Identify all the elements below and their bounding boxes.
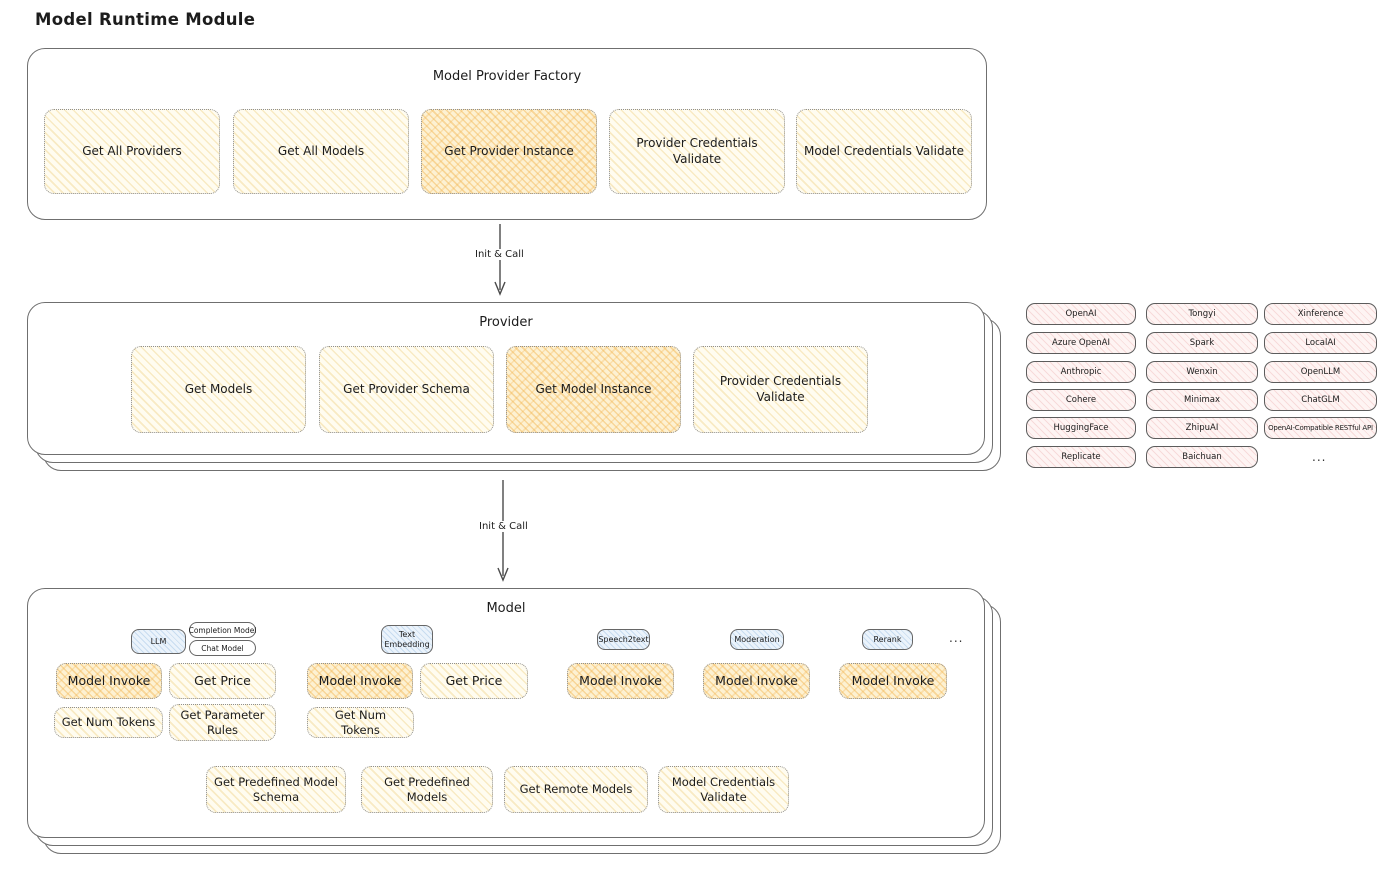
node-get-parameter-rules: Get Parameter Rules bbox=[169, 704, 276, 741]
node-get-price-embedding: Get Price bbox=[420, 663, 528, 699]
arrow1-label: Init & Call bbox=[472, 249, 527, 260]
provider-item-tongyi: Tongyi bbox=[1146, 303, 1258, 325]
page-title: Model Runtime Module bbox=[35, 10, 256, 29]
provider-item-spark: Spark bbox=[1146, 332, 1258, 354]
arrow2-label: Init & Call bbox=[476, 521, 531, 532]
provider-item-replicate: Replicate bbox=[1026, 446, 1136, 468]
node-get-provider-instance: Get Provider Instance bbox=[421, 109, 597, 194]
node-model-invoke-moderation: Model Invoke bbox=[703, 663, 810, 699]
provider-item-openllm: OpenLLM bbox=[1264, 361, 1377, 383]
node-get-models: Get Models bbox=[131, 346, 306, 433]
provider-list-ellipsis: ... bbox=[1312, 450, 1327, 464]
factory-title: Model Provider Factory bbox=[432, 69, 582, 84]
provider-title: Provider bbox=[479, 315, 533, 330]
provider-item-cohere: Cohere bbox=[1026, 389, 1136, 411]
tab-llm: LLM bbox=[131, 629, 186, 654]
node-get-num-tokens-llm: Get Num Tokens bbox=[54, 707, 163, 738]
tab-rerank: Rerank bbox=[862, 629, 913, 650]
node-get-price-llm: Get Price bbox=[169, 663, 276, 699]
node-provider-credentials-validate-provider: Provider Credentials Validate bbox=[693, 346, 868, 433]
node-model-credentials-validate-model: Model Credentials Validate bbox=[658, 766, 789, 813]
provider-item-baichuan: Baichuan bbox=[1146, 446, 1258, 468]
node-get-num-tokens-embedding: Get Num Tokens bbox=[307, 707, 414, 738]
provider-item-localai: LocalAI bbox=[1264, 332, 1377, 354]
provider-item-minimax: Minimax bbox=[1146, 389, 1258, 411]
provider-item-chatglm: ChatGLM bbox=[1264, 389, 1377, 411]
node-get-provider-schema: Get Provider Schema bbox=[319, 346, 494, 433]
provider-item-openai-compatible: OpenAI-Compatible RESTful API bbox=[1264, 417, 1377, 439]
node-model-credentials-validate-factory: Model Credentials Validate bbox=[796, 109, 972, 194]
provider-item-huggingface: HuggingFace bbox=[1026, 417, 1136, 439]
tab-speech2text: Speech2text bbox=[597, 629, 650, 650]
tab-completion-model: Completion Model bbox=[189, 622, 256, 638]
tab-text-embedding: Text Embedding bbox=[381, 625, 433, 654]
provider-item-xinference: Xinference bbox=[1264, 303, 1377, 325]
provider-card: Provider Get Models Get Provider Schema … bbox=[27, 302, 985, 455]
node-provider-credentials-validate-factory: Provider Credentials Validate bbox=[609, 109, 785, 194]
node-get-predefined-model-schema: Get Predefined Model Schema bbox=[206, 766, 346, 813]
model-provider-factory-card: Model Provider Factory Get All Providers… bbox=[27, 48, 987, 220]
provider-item-zhipuai: ZhipuAI bbox=[1146, 417, 1258, 439]
model-card: Model LLM Completion Model Chat Model Te… bbox=[27, 588, 985, 838]
arrow-init-call-1 bbox=[494, 224, 506, 296]
node-get-all-providers: Get All Providers bbox=[44, 109, 220, 194]
model-title: Model bbox=[486, 601, 526, 616]
node-model-invoke-llm: Model Invoke bbox=[56, 663, 162, 699]
node-model-invoke-embedding: Model Invoke bbox=[307, 663, 413, 699]
node-get-model-instance: Get Model Instance bbox=[506, 346, 681, 433]
model-tabs-ellipsis: ... bbox=[949, 631, 964, 645]
provider-item-wenxin: Wenxin bbox=[1146, 361, 1258, 383]
node-get-remote-models: Get Remote Models bbox=[504, 766, 648, 813]
tab-chat-model: Chat Model bbox=[189, 640, 256, 656]
node-get-all-models: Get All Models bbox=[233, 109, 409, 194]
node-model-invoke-speech2text: Model Invoke bbox=[567, 663, 674, 699]
node-get-predefined-models: Get Predefined Models bbox=[361, 766, 493, 813]
provider-item-openai: OpenAI bbox=[1026, 303, 1136, 325]
node-model-invoke-rerank: Model Invoke bbox=[839, 663, 947, 699]
provider-item-anthropic: Anthropic bbox=[1026, 361, 1136, 383]
arrow-init-call-2 bbox=[497, 480, 509, 582]
tab-moderation: Moderation bbox=[730, 629, 784, 650]
provider-item-azure-openai: Azure OpenAI bbox=[1026, 332, 1136, 354]
